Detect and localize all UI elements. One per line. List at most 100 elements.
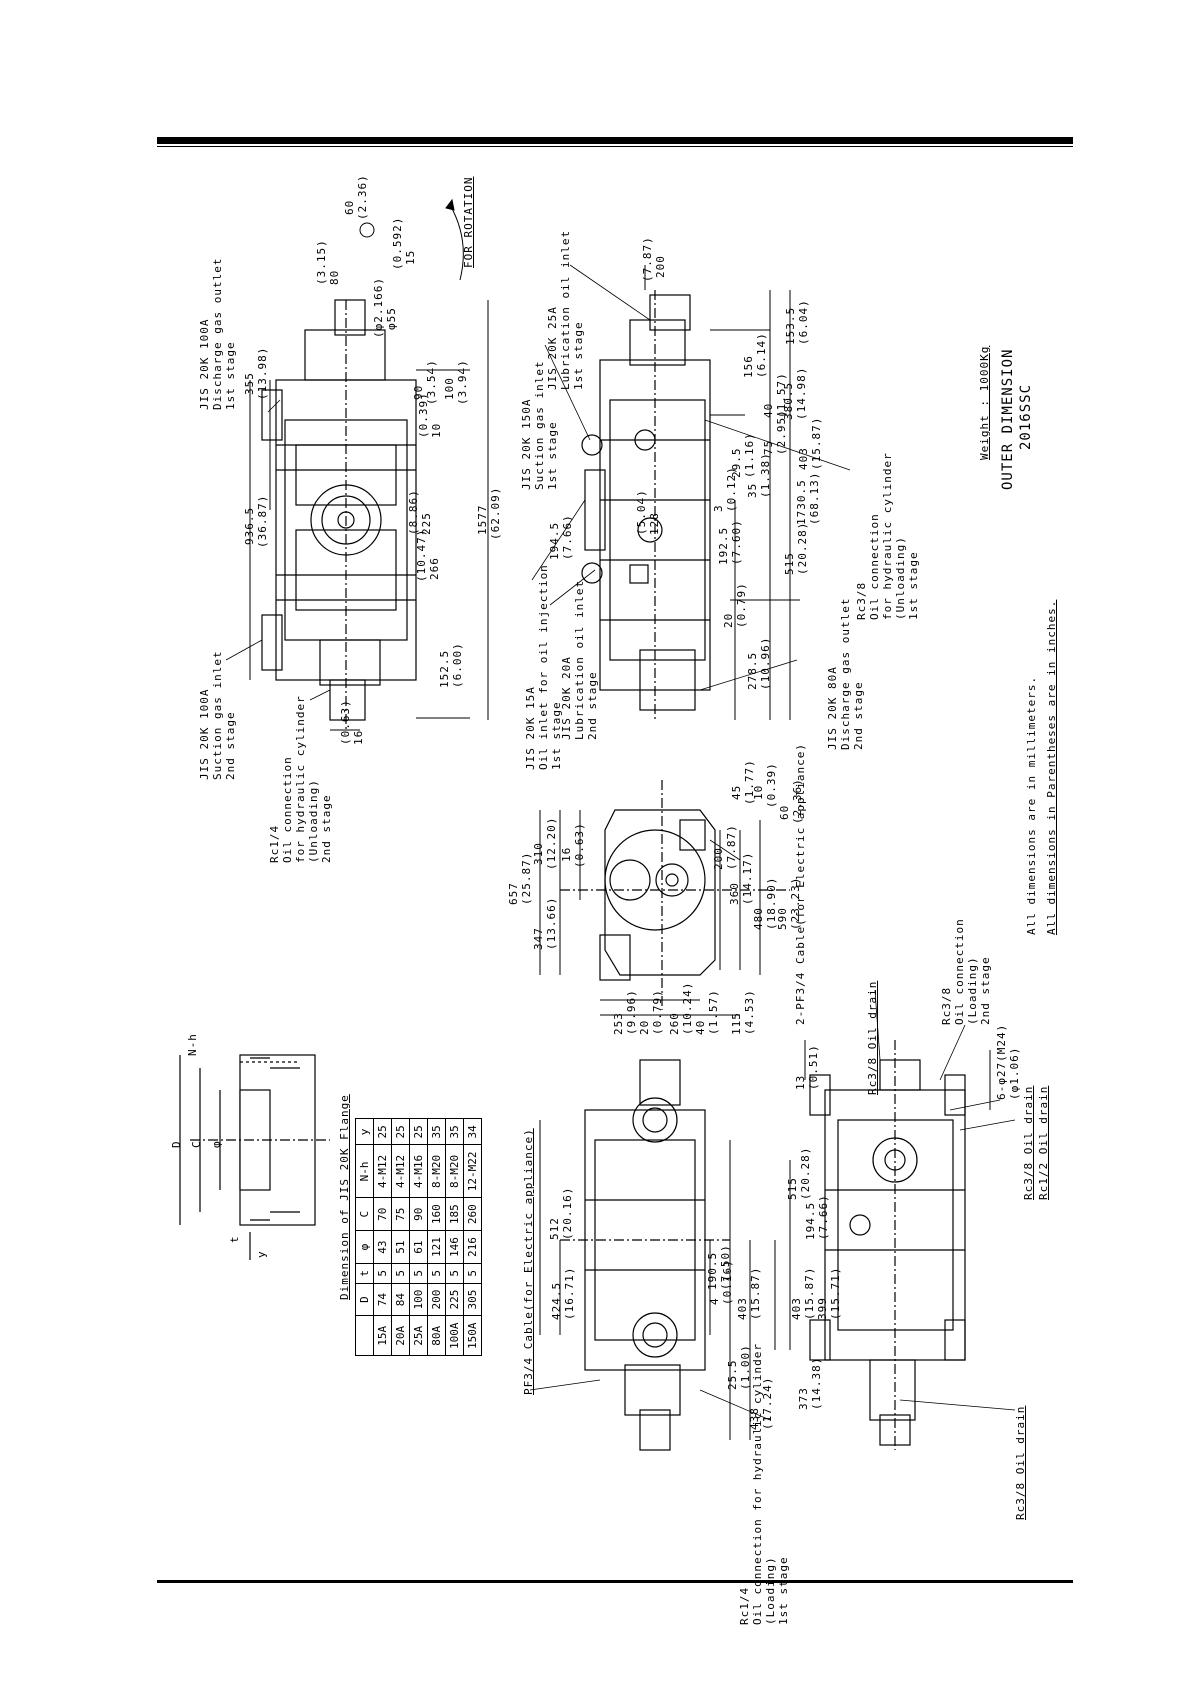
table-cell: 100 [409,1283,428,1316]
side-dim-20: 20 [722,612,735,628]
dim-225-in: (8.86) [407,489,420,535]
bl-dim-438: 438 [748,1407,761,1430]
top-view-body [261,299,417,730]
end-dim-115: 115 [730,1012,743,1035]
end-dim-480: 480 [752,907,765,930]
rotation-label: FOR ROTATION [462,176,475,268]
table-cell: 5 [445,1263,464,1284]
table-cell: 160 [427,1197,446,1231]
table-cell: 61 [409,1230,428,1264]
table-cell: 100A [445,1316,464,1356]
side-dim-278-in: (10.96) [759,636,772,690]
table-cell: 25 [373,1118,392,1145]
flange-label-C: C [190,1140,203,1148]
bottom-left-cable-label: PF3/4 Cable(for Electric appliance) [522,1128,535,1395]
bottom-left-dimension-lines [539,1120,751,1440]
dim-225: 225 [420,512,433,535]
header-rule [157,137,1073,144]
table-row: 15A 74 5 43 70 4-M12 25 [373,1118,392,1356]
br-dim-373: 373 [797,1387,810,1410]
dim-10: 10 [430,422,443,438]
table-cell: 15A [373,1316,392,1356]
side-dim-192-in: (7.60) [730,519,743,565]
side-dim-1730-in: (68.13) [808,471,821,525]
table-cell: 121 [427,1230,446,1264]
table-cell: 5 [463,1263,482,1284]
flange-label-phi: φ [210,1140,223,1148]
leader-lines [225,264,1016,1421]
end-view-body [560,780,790,1010]
table-header-cell: C [355,1197,374,1231]
bl-dim-190: 190.5 [706,1251,719,1290]
side-dim-35: 35 [746,482,759,498]
end-dim-657: 657 [507,882,520,905]
weight-label: Weight : 1000Kg [978,345,991,460]
side-dim-35-in: (1.38) [759,452,772,498]
table-cell: 43 [373,1230,392,1264]
dim-16: 16 [352,729,365,745]
table-cell: 35 [445,1118,464,1145]
end-dim-253: 253 [612,1012,625,1035]
table-row: 20A 84 5 51 75 4-M12 25 [391,1118,410,1356]
table-cell: 75 [391,1197,410,1231]
oil-drain-4-label: Rc3/8 Oil drain [1014,1405,1027,1520]
dim-100: 100 [443,377,456,400]
table-cell: 25A [409,1316,428,1356]
units-note-inches: All dimensions in Parentheses are in inc… [1045,599,1058,935]
side-dim-156-in: (6.14) [755,332,768,378]
table-cell: 200 [427,1283,446,1316]
flange-table-title: Dimension of JIS 20K Flange [338,1094,351,1300]
table-header-cell [355,1316,374,1356]
table-header-cell: D [355,1283,374,1316]
table-cell: 225 [445,1283,464,1316]
oil-drain-3-label: Rc1/2 Oil drain [1037,1085,1050,1200]
br-dim-194: 194.5 [804,1201,817,1240]
table-row: 150A 305 5 216 260 12-M22 34 [463,1118,482,1356]
table-cell: 150A [463,1316,482,1356]
side-view-body [581,290,711,720]
table-header-cell: y [355,1118,374,1145]
end-dim-253-in: (9.96) [625,989,638,1035]
table-header-row: D t φ C N-h y [355,1118,374,1356]
side-dim-128-in: (5.04) [635,489,648,535]
dim-15: 15 [404,249,417,265]
end-dim-60: 60 [778,804,791,820]
end-dim-10-in: (0.39) [765,762,778,808]
side-dim-192: 192.5 [717,526,730,565]
table-cell: 74 [373,1283,392,1316]
flange-label-nh: N-h [186,1033,199,1056]
end-dim-16: 16 [560,846,573,862]
side-view-dimension-lines [644,265,800,720]
oil-drain-2-label: Rc3/8 Oil drain [1022,1085,1035,1200]
dim-80: 80 [328,269,341,285]
table-cell: 84 [391,1283,410,1316]
bl-dim-438-in: (17.24) [761,1376,774,1430]
bl-dim-25-in: (1.00) [739,1344,752,1390]
end-dim-200: 200 [712,847,725,870]
table-cell: 80A [427,1316,446,1356]
table-cell: 260 [463,1197,482,1231]
end-dim-16-in: (0.63) [573,822,586,868]
table-cell: 5 [373,1263,392,1284]
bl-dim-512-in: (20.16) [561,1186,574,1240]
bl-dim-403: 403 [736,1297,749,1320]
end-dim-20: 20 [638,1019,651,1035]
table-header-cell: φ [355,1230,374,1264]
side-dim-403: 403 [797,447,810,470]
table-cell: 4-M12 [391,1145,410,1198]
side-dim-3-in: (0.12) [725,466,738,512]
dim-355-in: (13.98) [256,346,269,400]
side-dim-278: 278.5 [746,651,759,690]
bl-dim-424: 424.5 [550,1281,563,1320]
bl-dim-4-in: (0.16) [721,1259,734,1305]
table-cell: 8-M20 [427,1145,446,1198]
dim-phi55: φ55 [385,307,398,330]
table-row: 25A 100 5 61 90 4-M16 25 [409,1118,428,1356]
table-cell: 90 [409,1197,428,1231]
table-cell: 35 [427,1118,446,1145]
dim-100-in: (3.94) [456,359,469,405]
br-dim-515: 515 [786,1177,799,1200]
bl-dim-403-in: (15.87) [749,1266,762,1320]
table-cell: 25 [391,1118,410,1145]
dim-152-in: (6.00) [451,642,464,688]
